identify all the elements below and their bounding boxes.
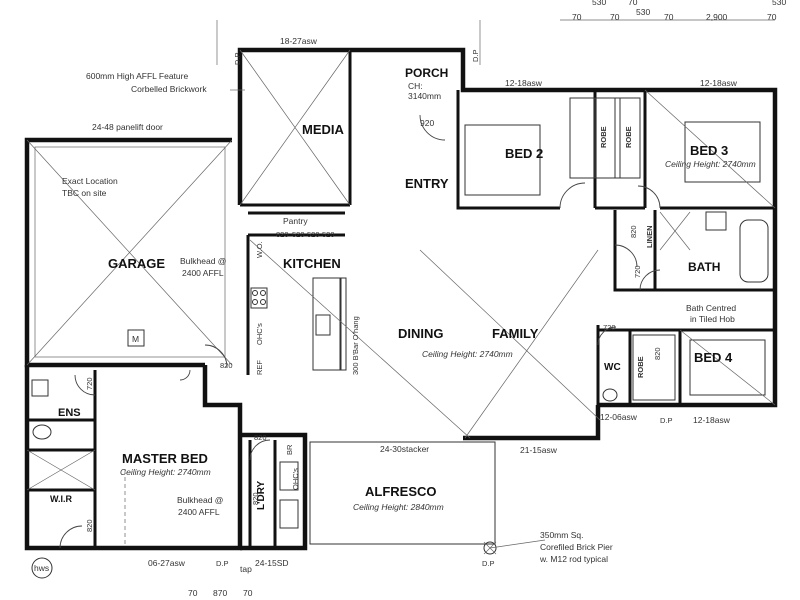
downpipe-top-mid: D.P bbox=[471, 49, 480, 62]
interior-walls bbox=[27, 50, 775, 548]
note-pier-2: Corefiled Brick Pier bbox=[540, 542, 613, 552]
window-wc-bottom: 12-06asw bbox=[600, 412, 638, 422]
note-feature-brick-1: 600mm High AFFL Feature bbox=[86, 71, 188, 81]
fixture-lines bbox=[26, 19, 776, 579]
robe-label-bed3: ROBE bbox=[624, 126, 633, 148]
room-label-wc: WC bbox=[604, 362, 621, 373]
door-size-wir: 820 bbox=[251, 492, 260, 505]
ceiling-height-alfresco: Ceiling Height: 2840mm bbox=[353, 502, 444, 512]
room-label-entry: ENTRY bbox=[405, 176, 449, 191]
room-label-ldry: L'DRY bbox=[256, 480, 267, 510]
door-size-ens: 720 bbox=[85, 377, 94, 390]
meter-label: M bbox=[132, 334, 139, 344]
downpipe-master: D.P bbox=[216, 559, 229, 568]
room-label-bed2: BED 2 bbox=[505, 146, 543, 161]
dim-top-g: 70 bbox=[767, 12, 777, 22]
overhead-cupboards-label-kitchen: OHC's bbox=[255, 323, 264, 345]
door-size-pantry-c: 520 bbox=[307, 230, 320, 239]
door-size-robe-bed4: 820 bbox=[653, 347, 662, 360]
fridge-label: REF bbox=[255, 360, 264, 375]
room-label-media: MEDIA bbox=[302, 122, 345, 137]
note-pier-3: w. M12 rod typical bbox=[539, 554, 608, 564]
ceiling-height-bed3: Ceiling Height: 2740mm bbox=[665, 159, 756, 169]
room-label-dining: DINING bbox=[398, 326, 444, 341]
dim-top-b: 70 bbox=[628, 0, 638, 7]
window-family-bottom: 21-15asw bbox=[520, 445, 558, 455]
window-ldry-bottom: 24-15SD bbox=[255, 558, 289, 568]
note-stacker: 24-30stacker bbox=[380, 444, 429, 454]
window-media-top: 18-27asw bbox=[280, 36, 318, 46]
door-size-bath: 720 bbox=[633, 265, 642, 278]
door-size-pantry-d: 520 bbox=[322, 230, 335, 239]
room-label-ens: ENS bbox=[58, 407, 81, 419]
window-bed3-top: 12-18asw bbox=[700, 78, 738, 88]
window-master-bottom: 06-27asw bbox=[148, 558, 186, 568]
room-label-bed3: BED 3 bbox=[690, 143, 728, 158]
door-size-pantry-b: 520 bbox=[292, 230, 305, 239]
dim-bottom-c: 70 bbox=[243, 588, 253, 598]
room-label-porch: PORCH bbox=[405, 66, 448, 80]
downpipe-bed4: D.P bbox=[660, 416, 673, 425]
room-label-master-bed: MASTER BED bbox=[122, 451, 208, 466]
dim-bottom-b: 870 bbox=[213, 588, 227, 598]
note-pier-1: 350mm Sq. bbox=[540, 530, 583, 540]
note-bulkhead-kitchen-2: 2400 AFFL bbox=[182, 268, 224, 278]
ceiling-height-porch-text-line-2: 3140mm bbox=[408, 91, 441, 101]
ceiling-height-porch-text: CH: bbox=[408, 81, 423, 91]
room-label-pantry: Pantry bbox=[283, 216, 308, 226]
note-bulkhead-master-2: 2400 AFFL bbox=[178, 507, 220, 517]
door-swings bbox=[59, 114, 661, 549]
note-tap: tap bbox=[240, 564, 252, 574]
wall-oven-label: W.O. bbox=[255, 241, 264, 258]
door-size-porch: 920 bbox=[420, 118, 434, 128]
window-bed2-top: 12-18asw bbox=[505, 78, 543, 88]
downpipe-alfresco: D.P bbox=[482, 559, 495, 568]
door-size-linen: 820 bbox=[629, 225, 638, 238]
room-label-bath: BATH bbox=[688, 260, 720, 274]
dim-top-f: 2,900 bbox=[706, 12, 728, 22]
note-exact-location-1: Exact Location bbox=[62, 176, 118, 186]
dim-top-c: 70 bbox=[572, 12, 582, 22]
overhead-cupboards-label-ldry: OHC's bbox=[291, 468, 300, 490]
room-label-alfresco: ALFRESCO bbox=[365, 484, 437, 499]
note-bulkhead-kitchen-1: Bulkhead @ bbox=[180, 256, 226, 266]
dim-top-h: 530 bbox=[772, 0, 786, 7]
ceiling-height-master: Ceiling Height: 2740mm bbox=[120, 467, 211, 477]
dim-top-i: 70 bbox=[610, 12, 620, 22]
dim-top-e: 70 bbox=[664, 12, 674, 22]
note-bulkhead-master-1: Bulkhead @ bbox=[177, 495, 223, 505]
room-label-family: FAMILY bbox=[492, 326, 539, 341]
door-size-pantry-a: 820 bbox=[276, 230, 289, 239]
ceiling-height-dining: Ceiling Height: 2740mm bbox=[422, 349, 513, 359]
room-label-garage: GARAGE bbox=[108, 256, 165, 271]
note-bath-centred-2: in Tiled Hob bbox=[690, 314, 735, 324]
dim-top-d: 530 bbox=[636, 7, 650, 17]
note-exact-location-2: TBC on site bbox=[62, 188, 107, 198]
room-label-kitchen: KITCHEN bbox=[283, 256, 341, 271]
note-feature-brick-2: Corbelled Brickwork bbox=[131, 84, 207, 94]
dim-top-a: 530 bbox=[592, 0, 606, 7]
room-label-bed4: BED 4 bbox=[694, 350, 733, 365]
note-panelift: 24-48 panelift door bbox=[92, 122, 163, 132]
door-size-wc: 720 bbox=[603, 323, 616, 332]
window-bed4-bottom: 12-18asw bbox=[693, 415, 731, 425]
door-size-master: 820 bbox=[85, 519, 94, 532]
dim-bottom-a: 70 bbox=[188, 588, 198, 598]
room-label-wir: W.I.R bbox=[50, 494, 72, 504]
robe-label-bed2: ROBE bbox=[599, 126, 608, 148]
robe-label-bed4: ROBE bbox=[636, 356, 645, 378]
ceiling-height-porch: CH: 3140mm bbox=[408, 81, 441, 101]
note-hws: hws bbox=[34, 563, 49, 573]
door-size-ldry: 820 bbox=[254, 433, 267, 442]
downpipe-top-left: D.P bbox=[233, 52, 242, 65]
linen-label: LINEN bbox=[645, 226, 654, 249]
door-size-kitchen: 820 bbox=[220, 361, 233, 370]
note-bar-overhang: 300 B'Bar O'hang bbox=[351, 316, 360, 375]
broom-label: BR bbox=[285, 444, 294, 455]
note-bath-centred-1: Bath Centred bbox=[686, 303, 736, 313]
